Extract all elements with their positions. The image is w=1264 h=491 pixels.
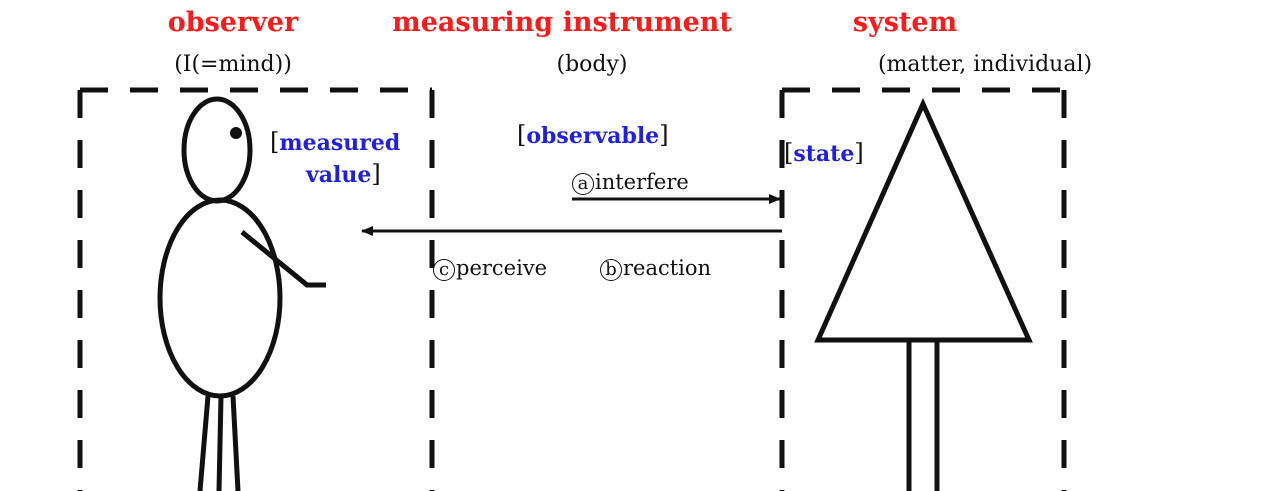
value-label: value] bbox=[306, 160, 381, 188]
step-b-marker: b bbox=[600, 258, 622, 281]
step-c-marker: c bbox=[433, 258, 455, 281]
figure-leg-left bbox=[197, 395, 211, 491]
bracket-close: ] bbox=[371, 160, 381, 188]
observer-subtitle: (I(=mind)) bbox=[174, 52, 292, 77]
state-label: [state] bbox=[784, 139, 864, 167]
observer-box bbox=[77, 87, 435, 491]
observer-title: observer bbox=[167, 7, 299, 38]
observable-label: [observable] bbox=[517, 121, 669, 149]
system-title: system bbox=[852, 7, 958, 38]
figure-head bbox=[181, 96, 253, 204]
step-a-marker: a bbox=[572, 172, 594, 195]
observable-text: observable bbox=[526, 123, 660, 149]
measured-text: measured bbox=[279, 130, 401, 156]
system-subtitle: (matter, individual) bbox=[877, 52, 1093, 77]
bracket-close: ] bbox=[659, 121, 669, 149]
figure-leg-middle bbox=[216, 395, 224, 491]
bracket-open: [ bbox=[784, 139, 794, 167]
figure-eye bbox=[230, 127, 242, 139]
perceive-text: perceive bbox=[456, 256, 548, 280]
system-arrow-symbol bbox=[814, 97, 1033, 491]
measured-value-label: [measured bbox=[270, 128, 400, 156]
observer-figure bbox=[157, 96, 326, 491]
system-arrow-head bbox=[814, 97, 1033, 343]
bracket-close: ] bbox=[854, 139, 864, 167]
instrument-title: measuring instrument bbox=[392, 7, 732, 38]
state-text: state bbox=[793, 141, 855, 167]
bracket-open: [ bbox=[270, 128, 280, 156]
bracket-open: [ bbox=[517, 121, 527, 149]
system-box bbox=[779, 87, 1067, 491]
figure-leg-right bbox=[230, 395, 241, 491]
figure-arm bbox=[240, 230, 326, 288]
figure-body bbox=[157, 197, 283, 399]
interfere-text: interfere bbox=[595, 170, 689, 194]
reaction-text: reaction bbox=[623, 256, 712, 280]
instrument-subtitle: (body) bbox=[556, 52, 628, 77]
value-text: value bbox=[306, 162, 372, 188]
